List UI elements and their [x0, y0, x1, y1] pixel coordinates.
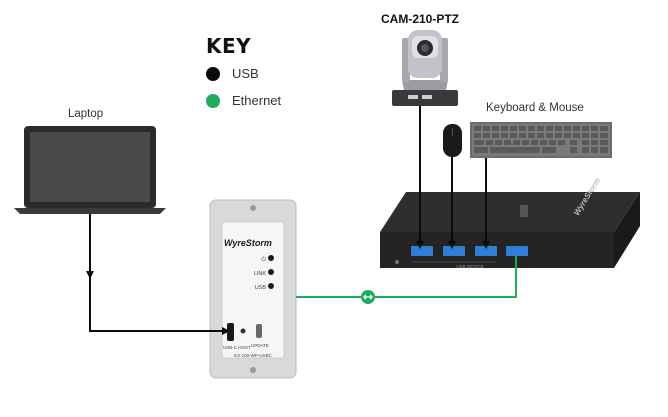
- hub-usb-port-3: [475, 246, 497, 256]
- laptop-device: [14, 126, 166, 214]
- wallplate-led-power: ⏻: [261, 256, 266, 263]
- hub-usb-port-1: [411, 246, 433, 256]
- camera-label: CAM-210-PTZ: [381, 12, 460, 26]
- key-item-label: Ethernet: [232, 93, 282, 108]
- keyboard-device: [470, 122, 612, 158]
- key-item-usb: USB: [206, 66, 259, 81]
- wallplate-led-link: LINK: [254, 271, 267, 277]
- hub-usb-port-4: [506, 246, 528, 256]
- key-item-ethernet: Ethernet: [206, 93, 281, 108]
- key-title: KEY: [206, 34, 252, 58]
- ethernet-legend-dot: [206, 93, 220, 108]
- wallplate-brand: WyreStorm: [224, 238, 272, 248]
- wallplate-update-port: [256, 324, 262, 338]
- camera-device: [392, 30, 458, 106]
- laptop-label: Laptop: [68, 108, 104, 120]
- keyboard-label: Keyboard & Mouse: [486, 102, 584, 114]
- wallplate-update-label: UPDATE: [251, 343, 269, 348]
- mouse-device: [443, 124, 462, 157]
- ethernet-cable: [296, 256, 517, 304]
- usb-cables: [86, 106, 490, 335]
- wallplate-usbc-port: [227, 323, 234, 341]
- hub-usb-port-2: [443, 246, 465, 256]
- wallplate-device: [209, 199, 297, 379]
- wallplate-usbc-label: USB-C HOST: [223, 345, 251, 350]
- hub-usb-device-label: USB DEVICE: [456, 264, 483, 269]
- usb-cable-laptop-wallplate: [89, 214, 230, 335]
- wallplate-model: EX-100-WP-USBC: [234, 353, 273, 358]
- key-item-label: USB: [232, 66, 259, 81]
- wallplate-led-usb: USB: [255, 285, 267, 291]
- usb-legend-dot: [206, 66, 220, 81]
